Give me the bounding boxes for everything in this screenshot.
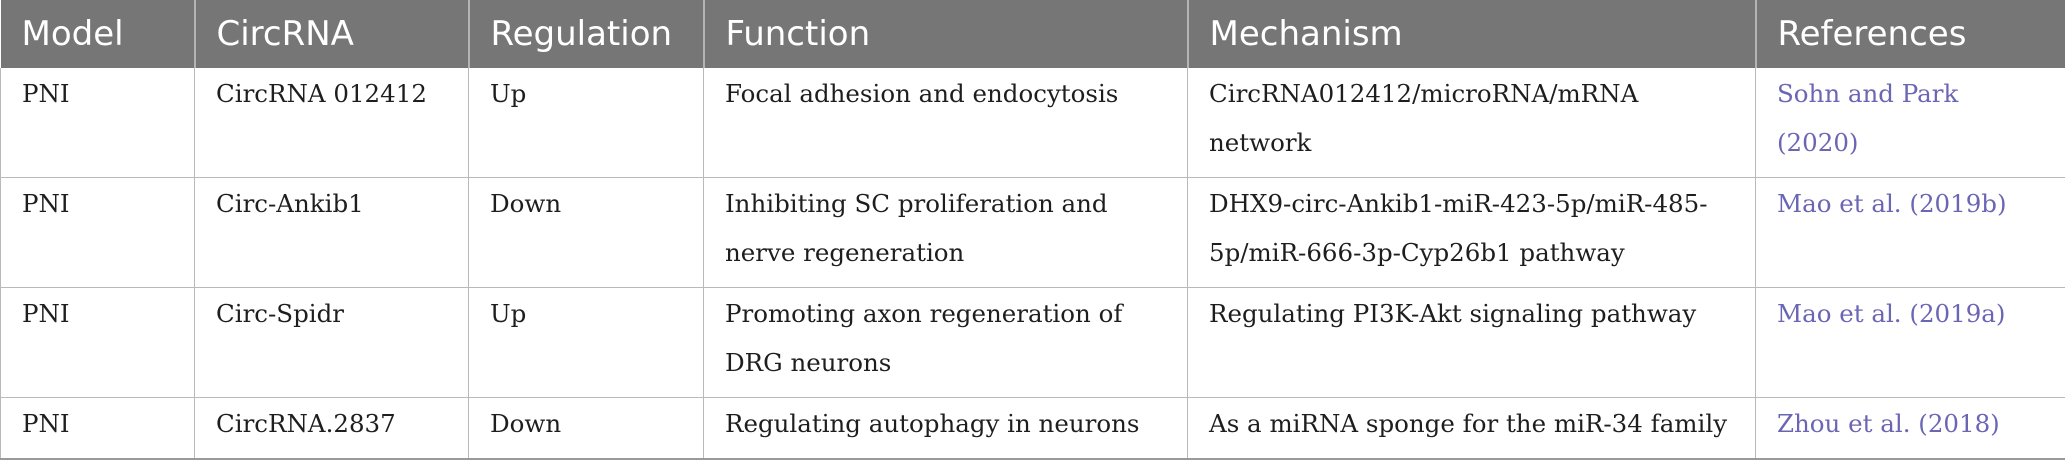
cell-function: Focal adhesion and endocytosis xyxy=(704,68,1188,178)
reference-link[interactable]: Sohn and Park (2020) xyxy=(1777,79,1958,157)
cell-circrna: Circ-Spidr xyxy=(195,288,469,398)
header-regulation: Regulation xyxy=(469,0,704,68)
cell-mechanism: CircRNA012412/microRNA/mRNA network xyxy=(1188,68,1756,178)
reference-link[interactable]: Zhou et al. (2018) xyxy=(1777,409,2000,438)
cell-reference: Mao et al. (2019a) xyxy=(1756,288,2065,398)
table-header-row: Model CircRNA Regulation Function Mechan… xyxy=(1,0,2065,68)
header-circrna: CircRNA xyxy=(195,0,469,68)
cell-regulation: Up xyxy=(469,68,704,178)
cell-regulation: Up xyxy=(469,288,704,398)
cell-circrna: CircRNA.2837 xyxy=(195,398,469,460)
header-function: Function xyxy=(704,0,1188,68)
cell-function: Promoting axon regeneration of DRG neuro… xyxy=(704,288,1188,398)
cell-mechanism: DHX9-circ-Ankib1-miR-423-5p/miR-485-5p/m… xyxy=(1188,178,1756,288)
table-row: PNI CircRNA.2837 Down Regulating autopha… xyxy=(1,398,2065,460)
cell-function: Regulating autophagy in neurons xyxy=(704,398,1188,460)
cell-circrna: CircRNA 012412 xyxy=(195,68,469,178)
header-mechanism: Mechanism xyxy=(1188,0,1756,68)
header-references: References xyxy=(1756,0,2065,68)
reference-link[interactable]: Mao et al. (2019a) xyxy=(1777,299,2005,328)
cell-reference: Mao et al. (2019b) xyxy=(1756,178,2065,288)
cell-mechanism: As a miRNA sponge for the miR-34 family xyxy=(1188,398,1756,460)
cell-function: Inhibiting SC proliferation and nerve re… xyxy=(704,178,1188,288)
cell-regulation: Down xyxy=(469,398,704,460)
reference-link[interactable]: Mao et al. (2019b) xyxy=(1777,189,2007,218)
cell-model: PNI xyxy=(1,288,195,398)
cell-model: PNI xyxy=(1,68,195,178)
header-model: Model xyxy=(1,0,195,68)
cell-mechanism: Regulating PI3K-Akt signaling pathway xyxy=(1188,288,1756,398)
table-row: PNI Circ-Spidr Up Promoting axon regener… xyxy=(1,288,2065,398)
cell-model: PNI xyxy=(1,178,195,288)
cell-reference: Zhou et al. (2018) xyxy=(1756,398,2065,460)
cell-circrna: Circ-Ankib1 xyxy=(195,178,469,288)
table-row: PNI Circ-Ankib1 Down Inhibiting SC proli… xyxy=(1,178,2065,288)
cell-reference: Sohn and Park (2020) xyxy=(1756,68,2065,178)
cell-regulation: Down xyxy=(469,178,704,288)
table-row: PNI CircRNA 012412 Up Focal adhesion and… xyxy=(1,68,2065,178)
cell-model: PNI xyxy=(1,398,195,460)
